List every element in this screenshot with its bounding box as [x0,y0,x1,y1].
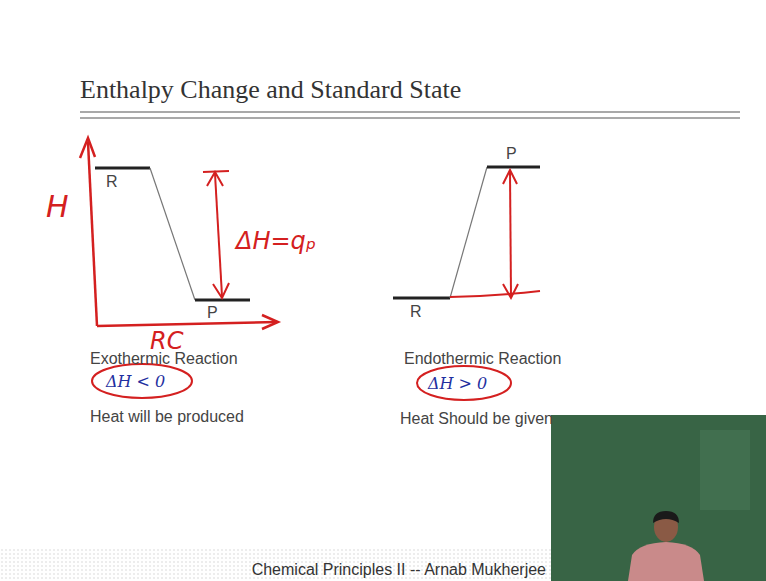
level-label: P [207,304,218,322]
reaction-caption: Exothermic Reaction [90,350,238,368]
reaction-caption: Heat will be produced [90,408,244,426]
reaction-caption: Heat Should be given [400,410,553,428]
axis-label: H [46,190,69,223]
level-label: R [410,303,422,321]
handwritten-note: ΔH=qₚ [236,228,316,254]
footer-text: Chemical Principles II -- Arnab Mukherje… [252,561,546,579]
enthalpy-sign: ΔH > 0 [428,375,487,393]
level-label: P [506,145,517,163]
reaction-caption: Endothermic Reaction [404,350,561,368]
enthalpy-sign: ΔH < 0 [106,373,165,391]
slide-title: Enthalpy Change and Standard State [80,76,461,105]
level-label: R [106,173,118,191]
